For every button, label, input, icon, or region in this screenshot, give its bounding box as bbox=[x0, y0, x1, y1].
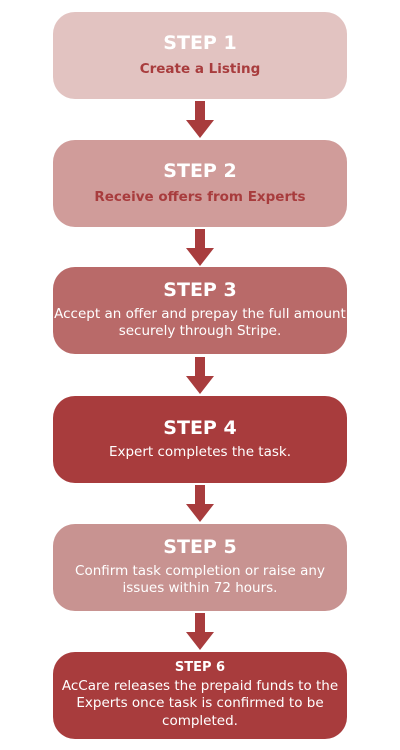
step-2-description: Receive offers from Experts bbox=[94, 188, 306, 205]
step-6-title: STEP 6 bbox=[174, 659, 226, 675]
step-5-description: Confirm task completion or raise any iss… bbox=[75, 562, 325, 597]
step-5-title: STEP 5 bbox=[163, 536, 237, 559]
step-1-description: Create a Listing bbox=[139, 60, 261, 77]
down-arrow-icon bbox=[186, 357, 214, 394]
down-arrow-icon bbox=[186, 101, 214, 138]
step-3-box: STEP 3 Accept an offer and prepay the fu… bbox=[53, 267, 347, 354]
down-arrow-icon bbox=[186, 613, 214, 650]
step-6-description: AcCare releases the prepaid funds to the… bbox=[61, 677, 339, 729]
down-arrow-icon bbox=[186, 229, 214, 266]
step-4-description: Expert completes the task. bbox=[108, 443, 292, 460]
step-3-title: STEP 3 bbox=[163, 279, 237, 302]
step-3-description: Accept an offer and prepay the full amou… bbox=[54, 305, 346, 340]
step-4-box: STEP 4 Expert completes the task. bbox=[53, 396, 347, 483]
step-4-title: STEP 4 bbox=[163, 416, 237, 439]
step-2-title: STEP 2 bbox=[163, 159, 237, 182]
step-6-box: STEP 6 AcCare releases the prepaid funds… bbox=[53, 652, 347, 739]
step-1-title: STEP 1 bbox=[163, 31, 237, 54]
step-5-box: STEP 5 Confirm task completion or raise … bbox=[53, 524, 347, 611]
step-2-box: STEP 2 Receive offers from Experts bbox=[53, 140, 347, 227]
step-1-box: STEP 1 Create a Listing bbox=[53, 12, 347, 99]
down-arrow-icon bbox=[186, 485, 214, 522]
